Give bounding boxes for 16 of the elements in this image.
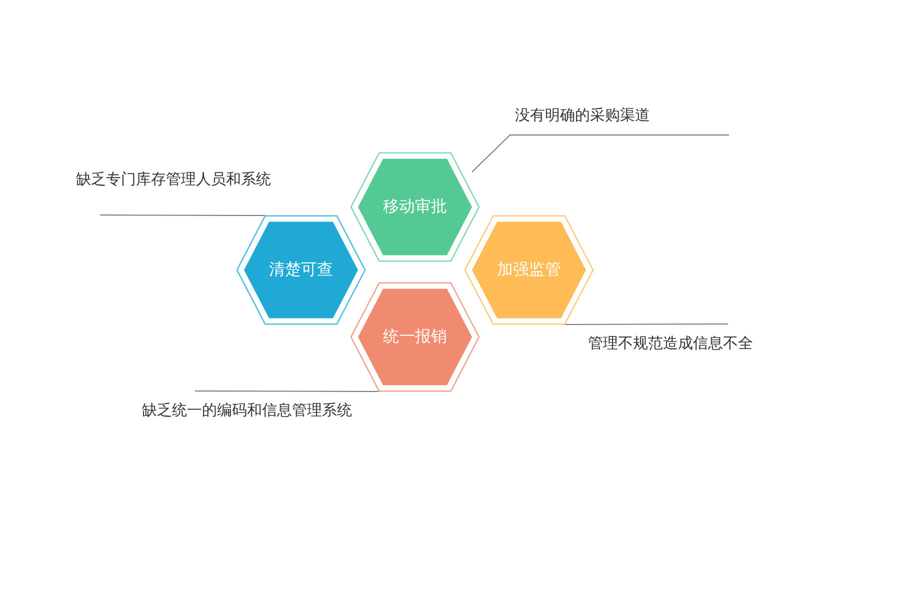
leader-line [100, 214, 266, 216]
leader-line [564, 324, 728, 325]
hexagon-card [350, 152, 480, 262]
note-text: 没有明确的采购渠道 [515, 106, 650, 125]
leader-line [472, 134, 730, 172]
note-text: 缺乏统一的编码和信息管理系统 [142, 401, 352, 420]
hexagon-label: 移动审批 [382, 196, 448, 218]
note-text: 管理不规范造成信息不全 [588, 334, 753, 353]
leader-line [194, 390, 380, 392]
hexagon-label: 统一报销 [382, 326, 448, 348]
hexagon-card [464, 215, 594, 325]
hexagon-card [236, 215, 366, 325]
hexagon-card [350, 282, 480, 392]
hexagon-label: 清楚可查 [268, 260, 334, 280]
note-text: 缺乏专门库存管理人员和系统 [76, 170, 271, 189]
hexagon-label: 加强监管 [496, 260, 562, 280]
